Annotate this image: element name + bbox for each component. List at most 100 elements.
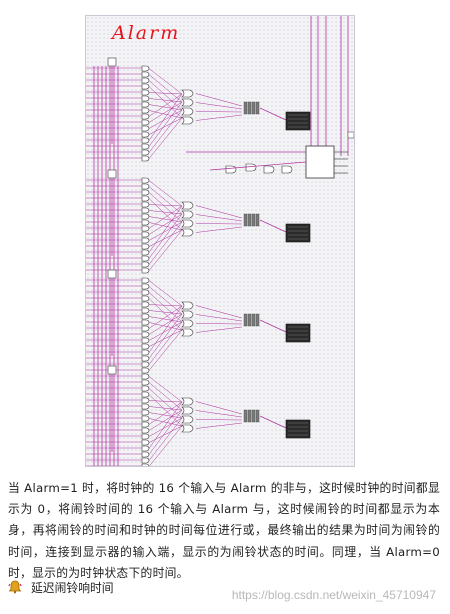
wire — [148, 229, 183, 271]
wire — [148, 313, 183, 359]
wire — [148, 394, 183, 427]
or-gate — [181, 319, 194, 328]
seven-segment-display — [285, 111, 311, 131]
bus-buffer — [247, 101, 252, 115]
and-gate — [141, 183, 150, 190]
wire — [259, 219, 287, 233]
wire — [195, 326, 243, 333]
wire — [259, 107, 287, 121]
or-gate — [181, 201, 194, 210]
and-gate — [141, 337, 150, 344]
wire — [195, 223, 243, 225]
wire — [148, 180, 183, 207]
and-gate — [141, 83, 150, 90]
and-gate — [141, 397, 150, 404]
wire — [148, 80, 183, 111]
wire — [148, 388, 183, 419]
and-gate — [141, 231, 150, 238]
and-gate — [141, 255, 150, 262]
wire — [148, 221, 183, 265]
wire — [148, 329, 183, 347]
and-gate — [141, 307, 150, 314]
wire — [195, 205, 243, 219]
wire — [148, 117, 183, 159]
wire — [148, 117, 183, 135]
bus-buffer — [247, 213, 252, 227]
wire — [195, 214, 243, 222]
and-gate — [141, 107, 150, 114]
and-gate — [141, 457, 150, 464]
bus-buffer — [247, 409, 252, 423]
and-gate — [141, 409, 150, 416]
logic-gate — [281, 165, 293, 174]
wire — [148, 213, 183, 235]
logic-gate — [245, 163, 257, 172]
wire — [148, 205, 183, 229]
or-gate — [181, 406, 194, 415]
wire — [148, 280, 183, 307]
and-gate — [141, 89, 150, 96]
and-gate — [141, 403, 150, 410]
wire — [259, 415, 287, 429]
and-gate — [141, 65, 150, 72]
wire — [148, 213, 183, 259]
and-gate — [141, 373, 150, 380]
wire — [148, 304, 183, 307]
bus-buffer — [247, 313, 252, 327]
or-gate — [181, 107, 194, 116]
wire — [195, 401, 243, 415]
section-item-delay-alarm[interactable]: 延迟闹铃响时间 — [8, 578, 114, 596]
wire — [195, 410, 243, 418]
wire — [195, 111, 243, 113]
wire — [148, 205, 183, 253]
wire — [148, 221, 183, 241]
bus-buffer — [251, 313, 256, 327]
and-gate — [141, 71, 150, 78]
bus-buffer — [243, 101, 248, 115]
input-pin — [107, 269, 117, 279]
and-gate — [141, 319, 150, 326]
or-gate — [181, 219, 194, 228]
wire — [195, 323, 243, 325]
and-gate — [141, 113, 150, 120]
and-gate — [141, 243, 150, 250]
wire — [148, 305, 183, 329]
wire — [148, 313, 183, 335]
bus-buffer — [251, 409, 256, 423]
and-gate — [141, 189, 150, 196]
wire — [148, 409, 183, 455]
and-gate — [141, 177, 150, 184]
wire — [148, 321, 183, 365]
wire — [148, 406, 183, 411]
wire — [148, 298, 183, 331]
and-gate — [141, 277, 150, 284]
or-gate — [181, 328, 194, 337]
wire — [148, 109, 183, 129]
wire — [148, 192, 183, 223]
wire — [148, 92, 183, 95]
and-gate — [141, 355, 150, 362]
wire — [195, 305, 243, 319]
wire — [148, 186, 183, 215]
wire — [195, 226, 243, 233]
and-gate — [141, 415, 150, 422]
and-gate — [141, 445, 150, 452]
and-gate — [141, 313, 150, 320]
wire — [148, 86, 183, 119]
and-gate — [141, 421, 150, 428]
and-gate — [141, 201, 150, 208]
or-gate — [181, 397, 194, 406]
and-gate — [141, 361, 150, 368]
wire — [259, 319, 287, 333]
bus-buffer — [243, 213, 248, 227]
wire — [148, 93, 183, 117]
and-gate — [141, 261, 150, 268]
section-item-label: 延迟闹铃响时间 — [31, 580, 114, 595]
bus-buffer — [243, 313, 248, 327]
wire — [195, 422, 243, 429]
circuit-diagram — [86, 16, 354, 466]
description-paragraph: 当 Alarm=1 时，将时钟的 16 个输入与 Alarm 的非与，这时候时钟… — [8, 481, 440, 580]
wire — [148, 292, 183, 323]
input-pin — [107, 365, 117, 375]
wire — [148, 74, 183, 103]
